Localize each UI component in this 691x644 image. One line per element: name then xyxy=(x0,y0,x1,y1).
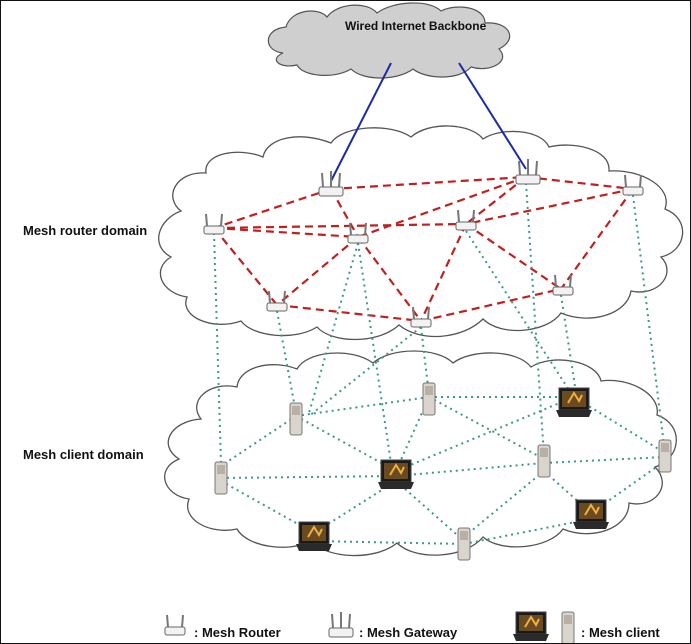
legend-router-label: : Mesh Router xyxy=(194,625,281,640)
router-mesh-links xyxy=(213,175,634,323)
legend-router-icon xyxy=(164,614,186,636)
mesh-gateway-icon xyxy=(318,170,344,197)
router-domain-label: Mesh router domain xyxy=(23,223,148,238)
mesh-client-phone-icon xyxy=(422,382,436,416)
legend-gateway-icon xyxy=(328,611,354,638)
client-domain-label: Mesh client domain xyxy=(23,447,144,462)
mesh-client-phone-icon xyxy=(537,444,551,478)
mesh-client-phone-icon xyxy=(289,402,303,436)
mesh-client-laptop-icon xyxy=(295,521,333,552)
mesh-client-laptop-icon xyxy=(377,459,415,490)
mesh-client-laptop-icon xyxy=(572,499,610,530)
backbone-link xyxy=(458,62,527,170)
legend-phone-icon xyxy=(561,611,575,643)
mesh-gateway-icon xyxy=(515,158,541,185)
backbone-link xyxy=(330,62,392,182)
mesh-client-phone-icon xyxy=(214,461,228,495)
router-domain-cloud xyxy=(158,125,684,341)
client-domain-cloud xyxy=(164,350,677,557)
backbone-cloud xyxy=(267,2,511,79)
inter-domain-links xyxy=(213,182,666,464)
legend-laptop-icon xyxy=(512,611,550,642)
mesh-client-phone-icon xyxy=(658,439,672,473)
mesh-client-laptop-icon xyxy=(555,387,593,418)
backbone-title: Wired Internet Backbone xyxy=(345,19,487,33)
legend-client-label: : Mesh client xyxy=(581,625,660,640)
mesh-client-phone-icon xyxy=(457,527,471,561)
legend-gateway-label: : Mesh Gateway xyxy=(359,625,458,640)
